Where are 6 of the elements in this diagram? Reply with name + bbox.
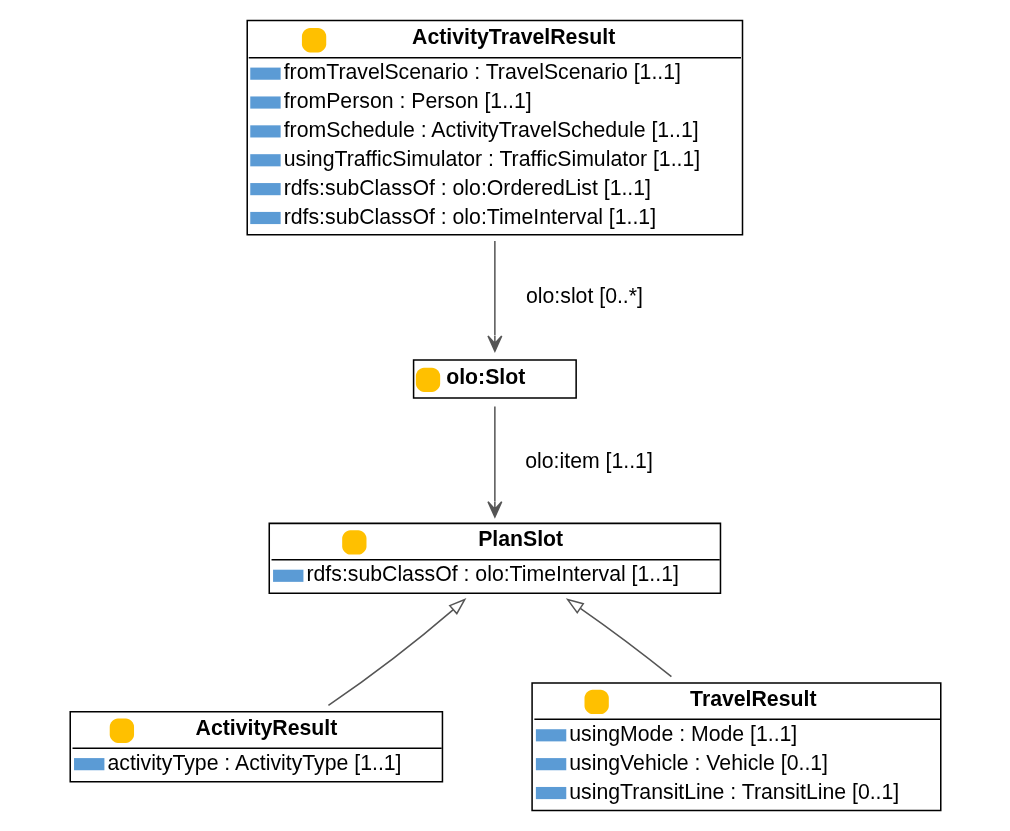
edge-label: olo:item [1..1] — [524, 449, 653, 474]
arrow — [486, 240, 502, 352]
arrow — [486, 405, 502, 518]
edge-label: olo:slot [0..*] — [525, 283, 643, 308]
arrow — [565, 598, 672, 678]
arrow — [327, 598, 466, 707]
